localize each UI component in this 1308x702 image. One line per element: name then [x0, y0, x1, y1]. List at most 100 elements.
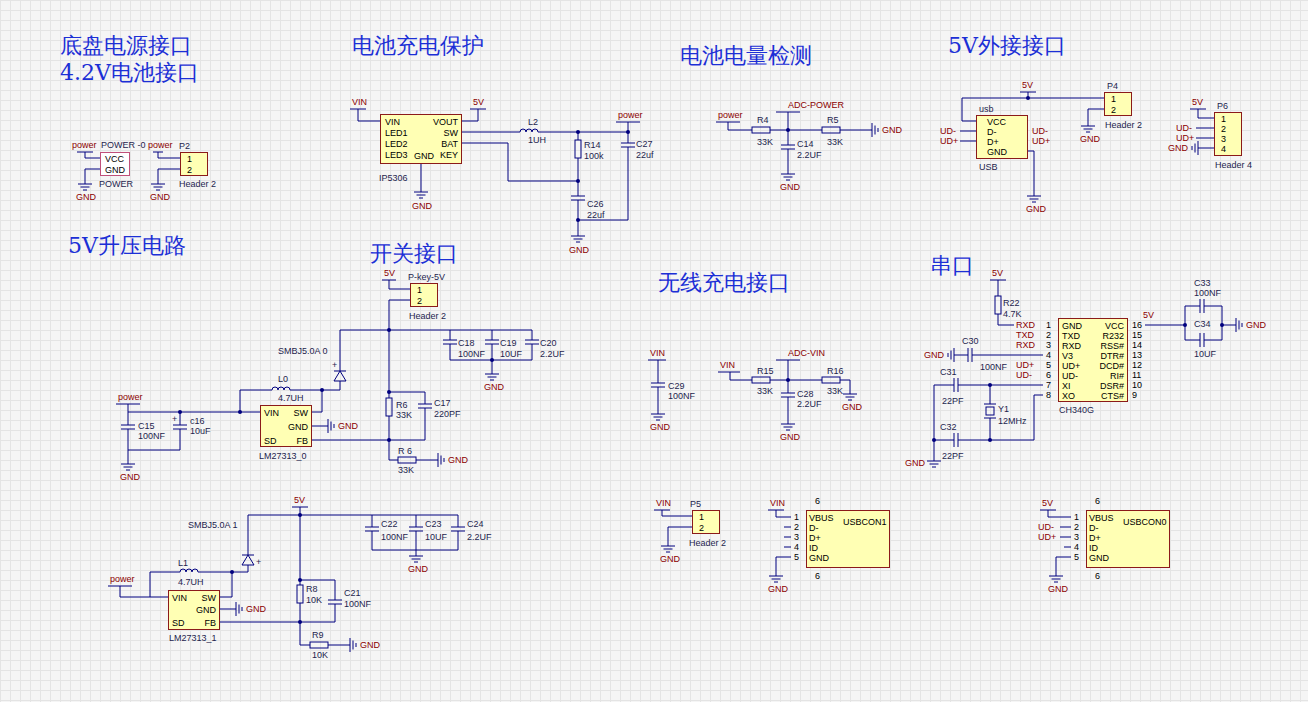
part-label: 10UF	[500, 349, 522, 359]
net-label: RXD	[1016, 340, 1035, 350]
part-label: L1	[178, 558, 188, 568]
net-label: RXD	[1016, 320, 1035, 330]
pin-name: D+	[987, 137, 999, 147]
net-label: GND	[1026, 204, 1046, 214]
net-label: UD-	[940, 126, 956, 136]
part-label: C30	[962, 336, 979, 346]
net-label: 5V	[294, 495, 305, 505]
part-label: C19	[500, 338, 517, 348]
pin-name: DTR#	[1100, 351, 1124, 361]
section-title: 5V升压电路	[68, 233, 186, 259]
net-label: GND	[650, 422, 670, 432]
net-label: UD-	[1032, 126, 1048, 136]
part-label: 4.7UH	[178, 577, 204, 587]
net-label: GND	[412, 201, 432, 211]
part-label: 2.2UF	[540, 349, 565, 359]
part-label: C22	[381, 519, 398, 529]
part-label: R15	[757, 366, 774, 376]
power-connector: POWER -0VCCGNDPOWER	[100, 152, 130, 176]
part-label: Y1	[998, 404, 1009, 414]
pin-number: 1	[794, 512, 799, 522]
part-designator: Header 2	[1105, 120, 1142, 130]
pin-name: GND	[987, 147, 1007, 157]
part-label: 22PF	[942, 396, 964, 406]
part-label: C14	[797, 139, 814, 149]
boost-converter-ic: VINSWGNDSDFBLM27313_0	[260, 405, 312, 447]
pin-name: 2	[417, 296, 422, 306]
pin-number: 5	[794, 552, 799, 562]
pin-name: D+	[1089, 533, 1101, 543]
part-designator: IP5306	[379, 173, 408, 183]
net-label: VIN	[656, 498, 671, 508]
pin-name: LED2	[385, 139, 408, 149]
pin-name: DSR#	[1100, 381, 1124, 391]
pin-name: GND	[288, 422, 308, 432]
net-label: power	[118, 392, 143, 402]
pin-name: 1	[417, 285, 422, 295]
net-label: GND	[408, 564, 428, 574]
part-label: 2.2UF	[467, 532, 492, 542]
part-label: 100NF	[381, 532, 408, 542]
part-label: +	[256, 557, 261, 567]
net-label: power	[718, 110, 743, 120]
part-label: 33K	[757, 386, 773, 396]
part-label: 2.2UF	[797, 399, 822, 409]
part-label: C26	[587, 199, 604, 209]
pin-name: VIN	[172, 593, 187, 603]
section-title: 4.2V电池接口	[60, 60, 199, 86]
part-label: 10UF	[425, 532, 447, 542]
part-label: 10uF	[190, 426, 211, 436]
header-connector: P61234Header 4	[1214, 112, 1242, 156]
pin-name: USBCON0	[1123, 517, 1167, 527]
pin-number: 14	[1132, 340, 1142, 350]
net-label: UD-	[1176, 123, 1192, 133]
net-label: GND	[1246, 320, 1266, 330]
part-label: C34	[1194, 319, 1211, 329]
pin-name: 2	[187, 165, 192, 175]
pin-name: TXD	[1062, 331, 1080, 341]
net-label: ADC-VIN	[788, 348, 825, 358]
part-label: 1UH	[528, 135, 546, 145]
section-title: 无线充电接口	[658, 270, 790, 296]
net-label: ADC-POWER	[788, 100, 844, 110]
part-label: C27	[636, 139, 653, 149]
part-label: R 6	[398, 446, 412, 456]
net-label: GND	[1080, 134, 1100, 144]
part-label: R9	[312, 630, 324, 640]
pin-number: 4	[1074, 542, 1079, 552]
pin-number: 2	[1046, 330, 1051, 340]
section-title: 开关接口	[370, 241, 458, 267]
part-designator: CH340G	[1059, 405, 1094, 415]
header-connector: P512Header 2	[692, 510, 720, 534]
header-connector: P412Header 2	[1104, 92, 1132, 116]
part-label: C20	[540, 338, 557, 348]
pin-number: 13	[1132, 350, 1142, 360]
part-label: 10UF	[1194, 349, 1216, 359]
pin-number: 10	[1132, 380, 1142, 390]
net-label: GND	[569, 245, 589, 255]
part-label: R14	[584, 140, 601, 150]
pin-name: 2	[1111, 105, 1116, 115]
pin-name: XI	[1062, 381, 1071, 391]
pin-number: 5	[1074, 552, 1079, 562]
pin-name: 1	[187, 154, 192, 164]
pin-name: 2	[699, 523, 704, 533]
net-label: 5V	[473, 97, 484, 107]
part-label: +	[172, 414, 177, 424]
part-label: C24	[467, 519, 484, 529]
part-label: c16	[190, 416, 205, 426]
pin-name: GND	[105, 165, 125, 175]
pin-name: SD	[172, 618, 185, 628]
pin-name: GND	[809, 553, 829, 563]
net-label: GND	[780, 182, 800, 192]
part-label: C17	[434, 398, 451, 408]
net-label: VIN	[720, 360, 735, 370]
net-label: GND	[360, 640, 380, 650]
pin-name: GND	[1089, 553, 1109, 563]
pin-number: 8	[1046, 390, 1051, 400]
part-label: 2.2UF	[797, 150, 822, 160]
pin-name: SW	[202, 593, 217, 603]
pin-name: LED1	[385, 128, 408, 138]
pin-number: 3	[794, 532, 799, 542]
